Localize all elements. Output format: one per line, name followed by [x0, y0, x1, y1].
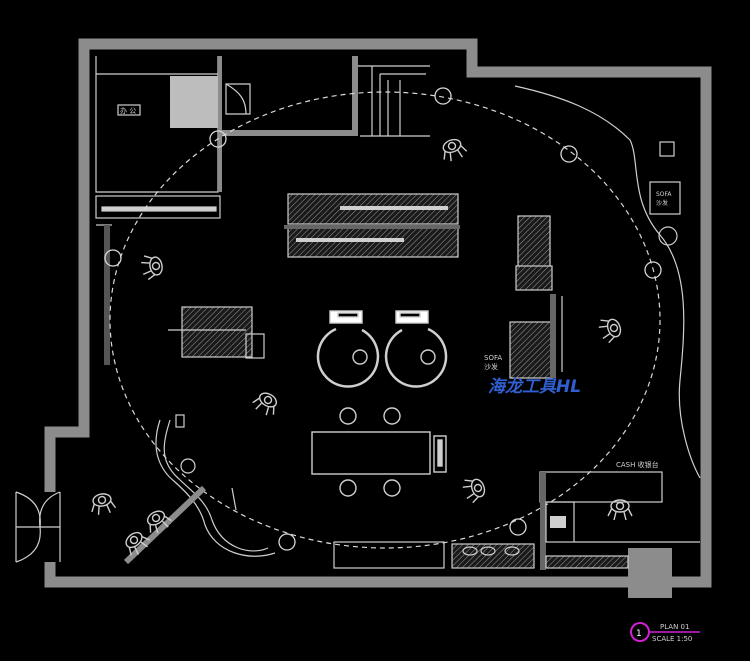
central-table [311, 407, 447, 497]
curved-display-wall [514, 85, 701, 479]
bottom-shelving [333, 541, 629, 569]
central-display-counters [284, 193, 460, 258]
room-tag: 办 公 [120, 106, 136, 115]
title-block: 1 PLAN 01 SCALE 1:50 [630, 622, 700, 643]
right-display-unit: SOFA 沙发 [484, 215, 563, 379]
sofa-upper-en: SOFA [656, 191, 672, 198]
column-small [659, 141, 675, 157]
exterior-walls [44, 38, 712, 598]
sofa-mid-en: SOFA [484, 354, 502, 362]
circulation-track [109, 91, 661, 549]
plan-name: PLAN 01 [660, 623, 689, 631]
sofa-upper: SOFA 沙发 [649, 181, 681, 215]
left-display-table [168, 306, 265, 359]
plan-number: 1 [636, 629, 642, 639]
sofa-mid-cn: 沙发 [484, 362, 498, 371]
cash-counter-label: CASH 收银台 [616, 460, 659, 469]
track-lights [104, 87, 662, 551]
cash-counter: CASH 收银台 [539, 460, 700, 570]
sofa-upper-cn: 沙发 [656, 199, 668, 207]
plan-scale: SCALE 1:50 [652, 635, 692, 643]
entrance-feature [123, 414, 276, 565]
office-rooms [95, 56, 430, 365]
watermark-text: 海龙工具HL [488, 377, 581, 397]
entrance-doors [15, 491, 61, 563]
round-podiums [316, 310, 448, 388]
stool [658, 226, 678, 246]
